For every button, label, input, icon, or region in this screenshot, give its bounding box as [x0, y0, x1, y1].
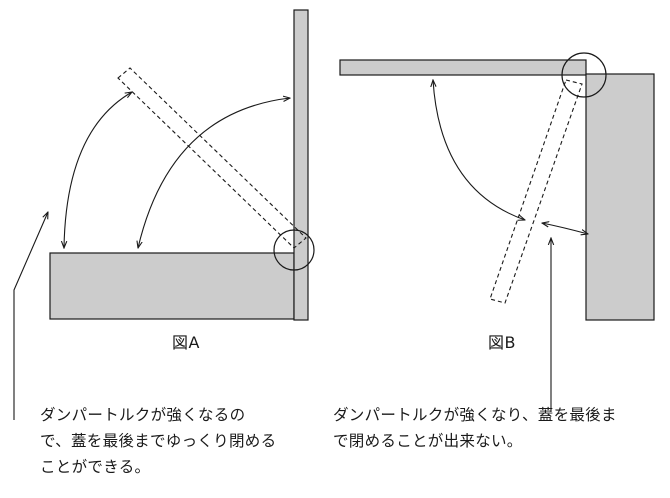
figure-b-arc-arrow-right	[542, 223, 588, 234]
figure-b-hinge-circle	[561, 52, 607, 98]
figure-b-label: 図B	[488, 333, 516, 352]
figure-a-inner-arc-arrow	[138, 98, 290, 248]
figure-b-caption-line-2: で閉めることが出来ない。	[333, 432, 523, 450]
figure-a-caption: ダンパートルクが強くなるの で、蓋を最後までゆっくり閉める ことができる。	[40, 402, 276, 480]
figure-a-outer-arc-arrow	[64, 92, 132, 248]
figure-a-caption-line-1: ダンパートルクが強くなるの	[40, 406, 246, 424]
figure-a-caption-line-2: で、蓋を最後までゆっくり閉める	[40, 432, 277, 450]
figure-b-lid-dashed	[489, 79, 583, 304]
figure-a-base-panel	[49, 252, 295, 320]
figure-b-caption: ダンパートルクが強くなり、蓋を最後ま で閉めることが出来ない。	[333, 402, 617, 454]
figure-b	[339, 52, 655, 412]
figure-a-caption-line-3: ことができる。	[40, 458, 151, 476]
figure-a-vertical-panel	[293, 9, 309, 321]
figure-a	[13, 9, 315, 420]
figure-b-top-panel	[339, 59, 587, 76]
figure-a-leader-line	[13, 212, 48, 420]
figure-a-lid-dashed	[117, 67, 307, 249]
figure-b-caption-line-1: ダンパートルクが強くなり、蓋を最後ま	[333, 406, 617, 424]
figure-b-side-panel	[585, 73, 655, 321]
figure-a-hinge-circle	[273, 229, 315, 271]
figure-b-arc-arrow-left	[433, 80, 525, 220]
figure-a-label: 図A	[172, 333, 200, 352]
